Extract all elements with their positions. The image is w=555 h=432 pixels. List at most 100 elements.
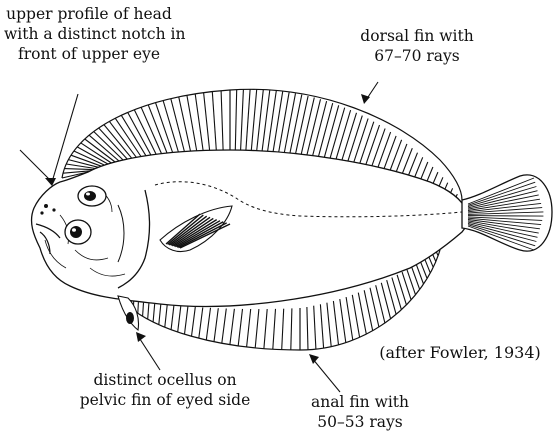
- anal-fin-ray: [148, 303, 149, 319]
- dorsal-fin-ray: [284, 93, 295, 152]
- source-credit: (after Fowler, 1934): [370, 343, 550, 363]
- head-profile-label-line: upper profile of head: [4, 4, 174, 24]
- head-profile-label-line: with a distinct notch in: [4, 24, 174, 44]
- anal-fin-ray: [340, 299, 346, 343]
- dorsal-fin-ray: [389, 140, 402, 174]
- head-profile-label: upper profile of head with a distinct no…: [4, 4, 174, 64]
- dorsal-fin-ray: [383, 136, 396, 172]
- dorsal-fin-ray: [377, 132, 391, 170]
- dorsal-fin-ray: [94, 132, 123, 161]
- dorsal-fin-ray: [235, 90, 236, 150]
- anal-fin-ray: [171, 306, 174, 330]
- dorsal-fin-ray: [301, 98, 314, 155]
- anal-fin-ray: [214, 308, 218, 342]
- dorsal-fin-label-line: dorsal fin with: [352, 26, 482, 46]
- dorsal-fin-ray: [290, 95, 302, 154]
- dorsal-fin-ray: [246, 89, 250, 150]
- anal-fin-ray: [425, 259, 431, 273]
- dorsal-fin-ray: [257, 90, 264, 151]
- anal-fin-ray: [264, 309, 267, 349]
- anal-pointer: [312, 358, 340, 392]
- dorsal-fin-ray: [342, 113, 357, 162]
- anal-arrowhead: [309, 354, 319, 364]
- anal-fin-ray: [206, 308, 210, 340]
- upper-eye: [78, 186, 106, 206]
- dorsal-fin-ray: [395, 144, 407, 175]
- anal-fin-ray: [178, 306, 181, 332]
- dorsal-fin-ray: [104, 125, 132, 159]
- anal-fin-ray: [143, 303, 144, 317]
- nostril-dot: [52, 208, 55, 211]
- dorsal-fin-ray: [324, 105, 339, 158]
- dorsal-fin-label-line: 67–70 rays: [352, 46, 482, 66]
- anal-fin-ray: [255, 309, 259, 348]
- dorsal-fin-ray: [163, 101, 178, 153]
- anal-fin-ray: [327, 303, 331, 347]
- anal-fin-ray: [346, 297, 353, 340]
- dorsal-fin-ray: [241, 89, 244, 150]
- head-profile-label-line: front of upper eye: [4, 44, 174, 64]
- lower-eye: [65, 220, 91, 244]
- anal-fin-ray: [333, 301, 338, 345]
- dorsal-fin-ray: [359, 122, 374, 166]
- dorsal-fin-ray: [336, 110, 351, 160]
- dorsal-fin-ray: [296, 96, 309, 154]
- anal-fin-label-line: 50–53 rays: [295, 412, 425, 432]
- dorsal-fin-ray: [109, 121, 136, 157]
- anal-fin-label: anal fin with 50–53 rays: [295, 392, 425, 432]
- ocellus-pointer: [138, 336, 160, 370]
- dorsal-fin-ray: [330, 108, 345, 160]
- dorsal-fin-ray: [195, 94, 203, 151]
- dorsal-fin-ray: [371, 129, 385, 169]
- anal-fin-ray: [222, 309, 227, 344]
- ocellus-label-line: distinct ocellus on: [70, 370, 260, 390]
- anal-fin-ray: [421, 262, 428, 279]
- dorsal-fin-label: dorsal fin with 67–70 rays: [352, 26, 482, 66]
- nostril-dot: [44, 204, 48, 208]
- anal-fin-ray: [165, 305, 167, 327]
- dorsal-fin-ray: [212, 92, 216, 151]
- anal-fin-ray: [159, 304, 161, 324]
- dorsal-fin-ray: [313, 101, 327, 156]
- dorsal-fin-ray: [64, 169, 92, 170]
- anal-fin-ray: [320, 304, 323, 348]
- anal-fin-ray: [314, 306, 316, 349]
- dorsal-fin-ray: [89, 135, 119, 161]
- dorsal-fin-ray: [99, 128, 128, 159]
- anal-fin-ray: [307, 307, 308, 350]
- anal-fin-ray: [358, 293, 366, 335]
- anal-fin-ray: [153, 304, 155, 322]
- dorsal-fin-ray: [279, 92, 289, 152]
- anal-fin-ray: [433, 254, 436, 261]
- anal-fin-ray: [238, 309, 242, 346]
- pelvic-ocellus: [126, 312, 134, 324]
- dorsal-fin-ray: [66, 164, 95, 169]
- anal-fin-ray: [273, 309, 276, 349]
- ocellus-label-line: pelvic fin of eyed side: [70, 390, 260, 410]
- dorsal-fin-ray: [221, 91, 223, 150]
- anal-fin-ray: [282, 309, 284, 350]
- anal-fin-ray: [185, 307, 188, 335]
- anal-fin-ray: [230, 309, 235, 345]
- ocellus-label: distinct ocellus on pelvic fin of eyed s…: [70, 370, 260, 410]
- nostril-dot: [40, 211, 43, 214]
- anal-fin-ray: [247, 309, 251, 347]
- dorsal-fin-ray: [353, 119, 368, 165]
- dorsal-fin-ray: [251, 90, 256, 151]
- dorsal-fin-ray: [204, 93, 210, 151]
- anal-fin-ray: [352, 295, 359, 337]
- anal-fin-ray: [192, 307, 196, 336]
- anal-fin-ray: [291, 308, 292, 350]
- dorsal-fin-ray: [77, 147, 108, 164]
- dorsal-fin-ray: [307, 99, 321, 155]
- dorsal-fin-ray: [318, 103, 332, 157]
- caudal-fin-ray: [468, 216, 543, 217]
- anal-fin-ray: [429, 257, 433, 268]
- dorsal-fin-ray: [347, 116, 362, 163]
- anal-fin-label-line: anal fin with: [295, 392, 425, 412]
- fish-body-outline: [32, 150, 468, 306]
- dorsal-fin-ray: [171, 99, 185, 152]
- dorsal-fin-ray: [365, 125, 379, 167]
- anal-fin-ray: [199, 307, 203, 338]
